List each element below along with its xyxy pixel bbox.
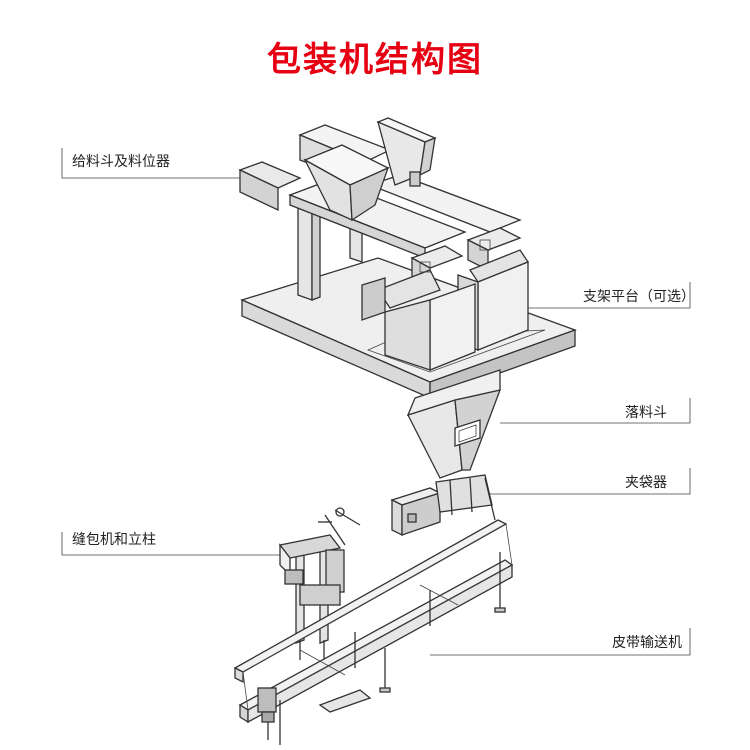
- feed-hoppers: [238, 117, 437, 222]
- weighing-modules: [361, 227, 529, 371]
- label-hopper: 落料斗: [625, 405, 667, 421]
- callout-clamp: [485, 468, 691, 495]
- label-feeder: 给料斗及料位器: [72, 154, 170, 170]
- callout-platform: [525, 282, 691, 309]
- callout-conveyor: [430, 628, 691, 656]
- callout-lines: [61, 148, 691, 656]
- label-clamp: 夹袋器: [625, 475, 667, 491]
- label-conveyor: 皮带输送机: [612, 635, 682, 651]
- diagram-title: 包装机结构图: [267, 40, 483, 80]
- label-sewing: 缝包机和立柱: [72, 532, 156, 548]
- bag-clamp: [390, 474, 496, 537]
- callout-hopper: [500, 398, 691, 424]
- label-platform: 支架平台（可选）: [583, 289, 695, 305]
- discharge-hopper: [406, 369, 502, 479]
- callout-feeder: [61, 148, 240, 179]
- belt-conveyor: [233, 519, 514, 745]
- callout-sewing: [61, 532, 285, 556]
